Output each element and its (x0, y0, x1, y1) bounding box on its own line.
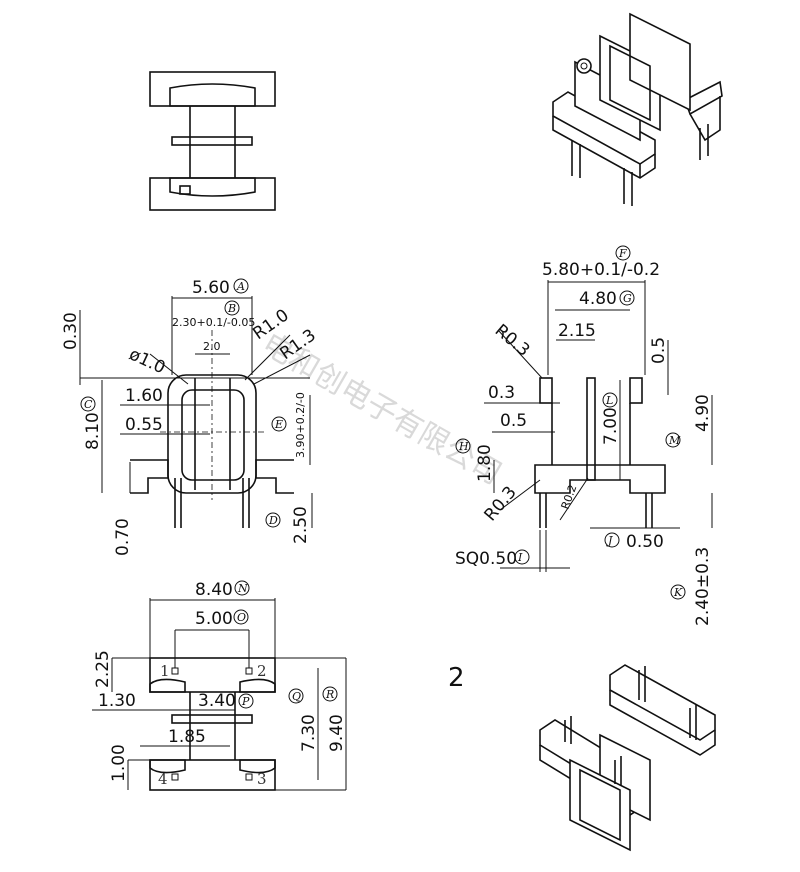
svg-text:N: N (237, 582, 248, 595)
dim-f: 5.80+0.1/-0.2 (542, 260, 660, 280)
svg-text:R: R (325, 688, 334, 701)
svg-text:C: C (84, 398, 93, 411)
dim-hole: ø1.0 (126, 344, 168, 378)
dim-t05a: 0.5 (649, 337, 669, 364)
dim-o: 5.00 (195, 609, 233, 629)
pin-3-label: 3 (257, 770, 267, 788)
dim-h490: 4.90 (693, 394, 713, 432)
dim-n: 8.40 (195, 580, 233, 600)
dim-h100: 1.00 (109, 744, 129, 782)
dim-h225: 2.25 (93, 650, 113, 688)
side-view: 5.80+0.1/-0.2 F 4.80 G 2.15 R0.3 0.5 0.3… (455, 245, 713, 626)
dim-pin-len: 2.40±0.3 (693, 547, 713, 626)
isometric-view-1 (552, 12, 723, 206)
pin-1-label: 1 (160, 662, 170, 680)
svg-text:I: I (517, 551, 523, 564)
dim-w2: 0.55 (125, 415, 163, 435)
dim-w215: 2.15 (558, 321, 596, 341)
svg-text:K: K (673, 586, 683, 599)
svg-text:H: H (458, 440, 469, 453)
dim-h700: 7.00 (601, 407, 621, 445)
dim-r03a: R0.3 (491, 321, 534, 361)
dim-slot: 2.30+0.1/-0.05 (172, 316, 255, 329)
svg-text:L: L (605, 394, 613, 407)
svg-text:B: B (227, 302, 236, 315)
dim-h180: 1.80 (475, 444, 495, 482)
bottom-view: 1 2 3 4 8.40 N 5.00 O 2.25 1.30 3.40 P 1… (92, 580, 347, 791)
svg-text:O: O (237, 611, 246, 624)
dim-t03: 0.3 (488, 383, 515, 403)
dim-t05b: 0.5 (500, 411, 527, 431)
svg-text:F: F (618, 247, 627, 260)
dim-sq: SQ0.50 (455, 549, 517, 569)
svg-text:D: D (268, 514, 278, 527)
dim-pin-l: 2.50 (291, 506, 311, 544)
dim-pin-w: 0.70 (113, 518, 133, 556)
svg-text:J: J (606, 534, 613, 547)
dim-w185: 1.85 (168, 727, 206, 747)
dim-top: 0.30 (61, 312, 81, 350)
svg-text:A: A (236, 280, 245, 293)
dim-w1: 1.60 (125, 386, 163, 406)
top-view: 5.60 A 2.30+0.1/-0.05 B 2.0 ø1.0 R1.0 R1… (61, 278, 320, 556)
dim-height: 8.10 (83, 412, 103, 450)
dim-g: 4.80 (579, 289, 617, 309)
dim-p: 3.40 (198, 691, 236, 711)
front-outline-view (149, 71, 276, 211)
dim-inner: 2.0 (203, 340, 221, 353)
svg-text:M: M (668, 434, 681, 447)
isometric-view-2 (539, 664, 716, 852)
view-label-2: 2 (448, 663, 465, 693)
dim-h730: 7.30 (299, 714, 319, 752)
svg-text:G: G (623, 292, 632, 305)
svg-text:E: E (274, 418, 283, 431)
pin-2-label: 2 (257, 662, 267, 680)
svg-text:Q: Q (292, 690, 301, 703)
dim-h940: 9.40 (327, 714, 347, 752)
dim-width: 5.60 (192, 278, 230, 298)
svg-text:P: P (241, 695, 250, 708)
dim-e: 3.90+0.2/-0 (294, 392, 307, 458)
dim-w130: 1.30 (98, 691, 136, 711)
dim-pin: 0.50 (626, 532, 664, 552)
pin-4-label: 4 (158, 770, 168, 788)
